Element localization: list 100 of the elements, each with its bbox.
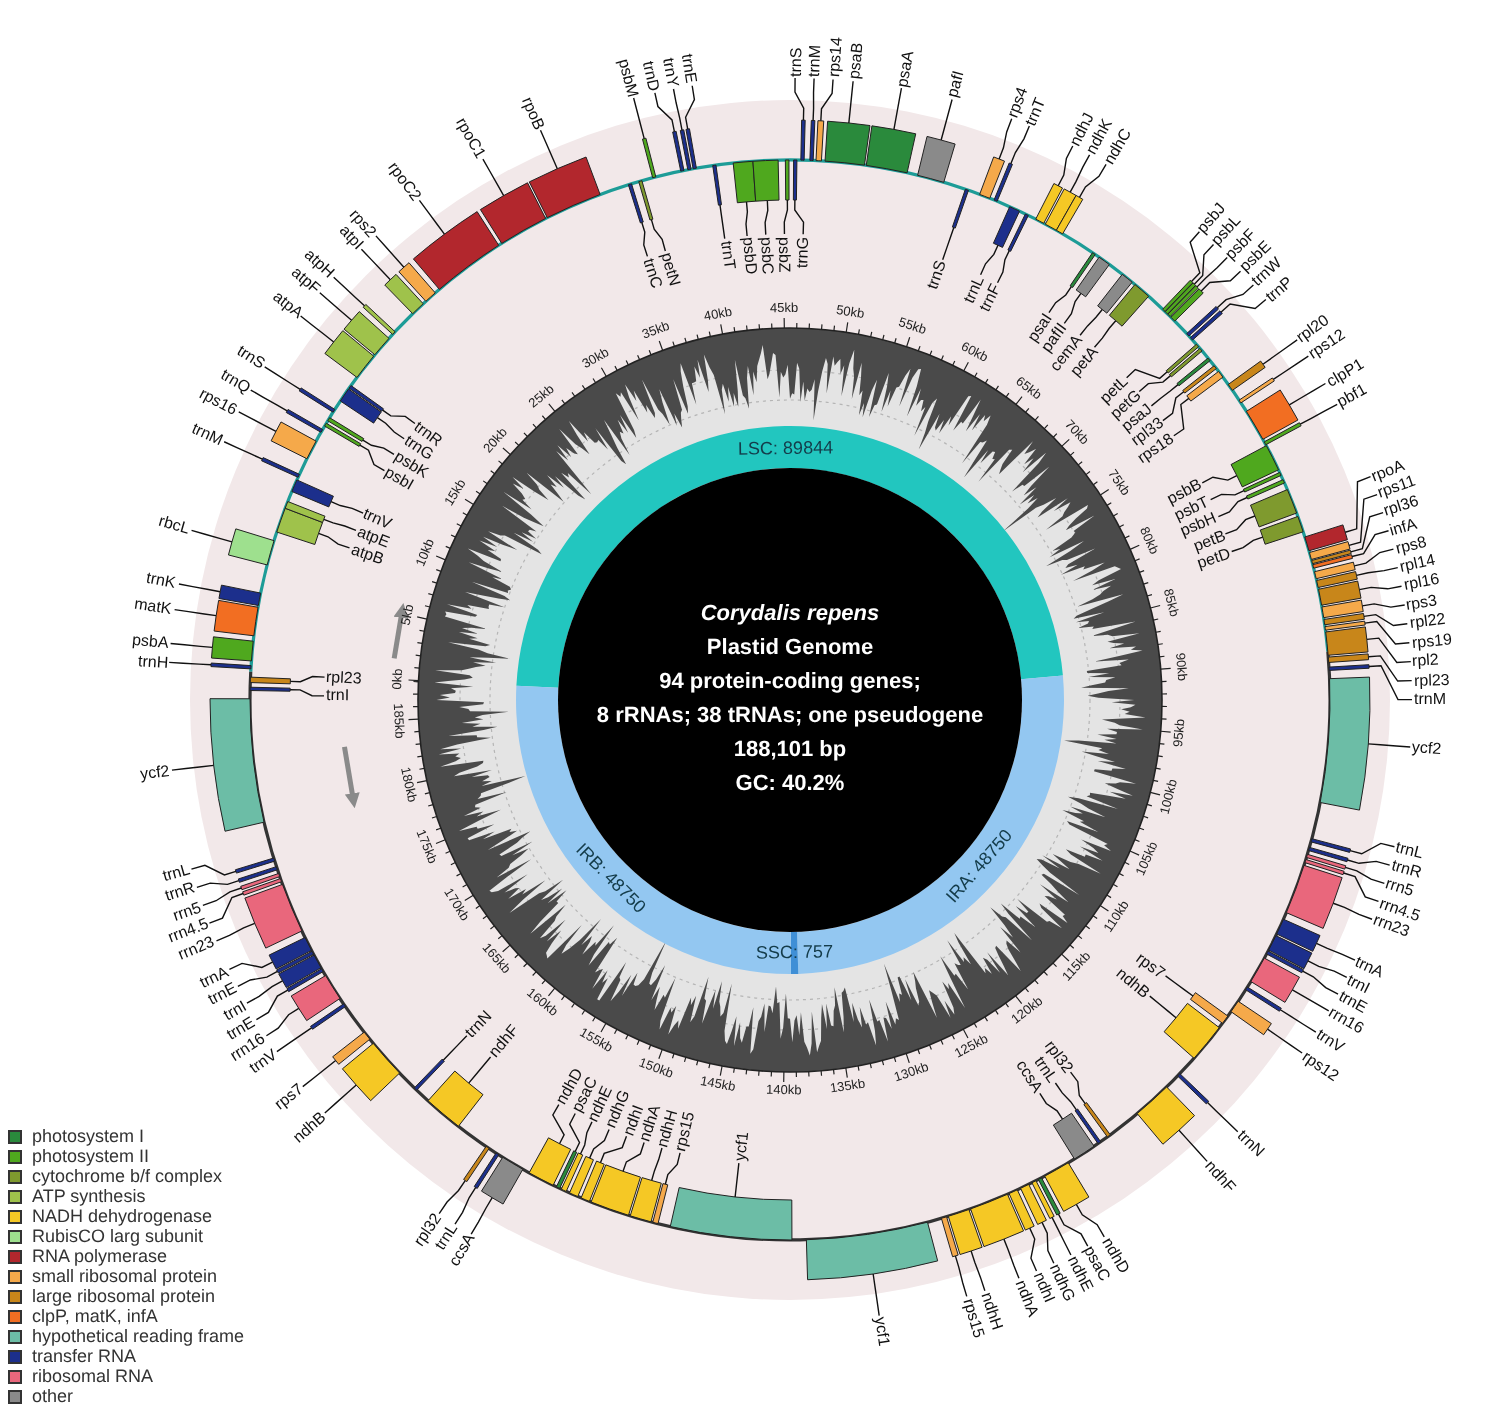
gene-block — [679, 129, 692, 171]
gene-label: psbM — [613, 55, 641, 99]
gene-label: rbcL — [156, 512, 192, 539]
leader-line — [1363, 613, 1408, 627]
leader-line — [1209, 489, 1245, 501]
leader-line — [1288, 382, 1327, 406]
gene-block — [1306, 853, 1347, 870]
leader-line — [1266, 1028, 1303, 1054]
legend-label: small ribosomal protein — [32, 1266, 218, 1286]
gene-block — [1314, 561, 1356, 580]
leader-line — [482, 158, 505, 197]
region-label: LSC: 89844 — [738, 437, 834, 459]
leader-line — [215, 922, 256, 942]
gene-label: rps19 — [1410, 629, 1453, 652]
gene-label: psbC — [756, 236, 777, 275]
leader-line — [190, 529, 233, 543]
gene-block — [332, 1031, 371, 1065]
leader-line — [1350, 511, 1384, 553]
gene-block — [1321, 599, 1364, 619]
leader-line — [168, 661, 212, 666]
gene-block — [473, 1152, 500, 1189]
gene-block — [298, 387, 336, 413]
gene-block — [652, 1183, 669, 1225]
gene-block — [805, 1221, 939, 1281]
leader-line — [438, 1179, 466, 1215]
gene-label: pafI — [943, 69, 969, 100]
gene-block — [784, 159, 790, 201]
leader-line — [376, 416, 405, 440]
gene-label: rps14 — [824, 36, 845, 79]
leader-line — [1348, 493, 1378, 546]
gene-block — [285, 408, 324, 433]
gene-label: trnN — [1232, 1126, 1268, 1161]
gene-block — [1075, 256, 1110, 298]
leader-line — [1342, 872, 1380, 903]
gene-label: matK — [133, 594, 174, 619]
gene-block — [240, 873, 281, 891]
gene-block — [1242, 471, 1282, 493]
leader-line — [289, 688, 325, 697]
leader-line — [1291, 989, 1330, 1012]
leader-line — [265, 1007, 300, 1037]
leader-line — [1344, 866, 1386, 885]
gene-block — [669, 1187, 793, 1241]
gene-block — [569, 1155, 594, 1198]
leader-line — [820, 78, 834, 122]
gene-block — [218, 584, 262, 606]
gene-block — [1323, 613, 1365, 626]
leader-line — [190, 864, 237, 876]
gene-block — [638, 180, 654, 221]
gene-label: petN — [657, 250, 684, 288]
gene-block — [1007, 213, 1029, 252]
gene-block — [242, 878, 282, 896]
gene-block — [234, 857, 276, 874]
gene-label: trnT — [1021, 94, 1050, 128]
leader-line — [1353, 548, 1395, 567]
gene-block — [412, 211, 500, 290]
center-text: GC: 40.2% — [735, 770, 845, 800]
leader-line — [359, 444, 386, 472]
leader-line — [1003, 1238, 1020, 1280]
gene-label: trnM — [1413, 690, 1446, 709]
gene-block — [249, 676, 291, 685]
gene-block — [1308, 846, 1349, 863]
leader-line — [1344, 476, 1372, 533]
leader-line — [872, 1273, 880, 1317]
gene-block — [1250, 957, 1300, 1003]
leader-line — [764, 199, 769, 236]
legend-label: large ribosomal protein — [32, 1286, 216, 1306]
gene-block — [1136, 1086, 1196, 1145]
leader-line — [1189, 231, 1201, 283]
gene-block — [1074, 1108, 1102, 1145]
gene-block — [1312, 554, 1353, 569]
leader-line — [1206, 1101, 1239, 1133]
gene-block — [800, 119, 806, 161]
gene-block — [362, 303, 396, 335]
gene-label: rps3 — [1405, 591, 1439, 614]
leader-line — [1364, 620, 1411, 645]
leader-line — [632, 97, 645, 140]
gene-label: trnE — [677, 53, 701, 86]
leader-line — [208, 892, 244, 924]
leader-line — [1366, 637, 1412, 664]
leader-line — [1346, 859, 1391, 866]
leader-line — [237, 970, 279, 988]
leader-line — [664, 1152, 681, 1185]
leader-line — [1125, 368, 1168, 380]
gene-label: psbZ — [775, 235, 794, 272]
gene-block — [555, 1150, 578, 1189]
leader-line — [794, 199, 805, 235]
gene-label: rpl2 — [1412, 650, 1440, 671]
gene-block — [1052, 1112, 1095, 1160]
gene-block — [685, 128, 697, 170]
legend-label: hypothetical reading frame — [32, 1326, 245, 1346]
gene-label: rps7 — [270, 1080, 306, 1115]
gene-block — [951, 188, 969, 229]
gene-block — [815, 120, 825, 162]
leader-line — [552, 1103, 565, 1145]
gene-block — [286, 968, 324, 993]
gene-block — [270, 421, 317, 460]
leader-line — [539, 129, 559, 170]
gene-block — [479, 182, 547, 244]
leader-line — [1351, 530, 1390, 558]
gene-block — [1020, 1183, 1047, 1225]
